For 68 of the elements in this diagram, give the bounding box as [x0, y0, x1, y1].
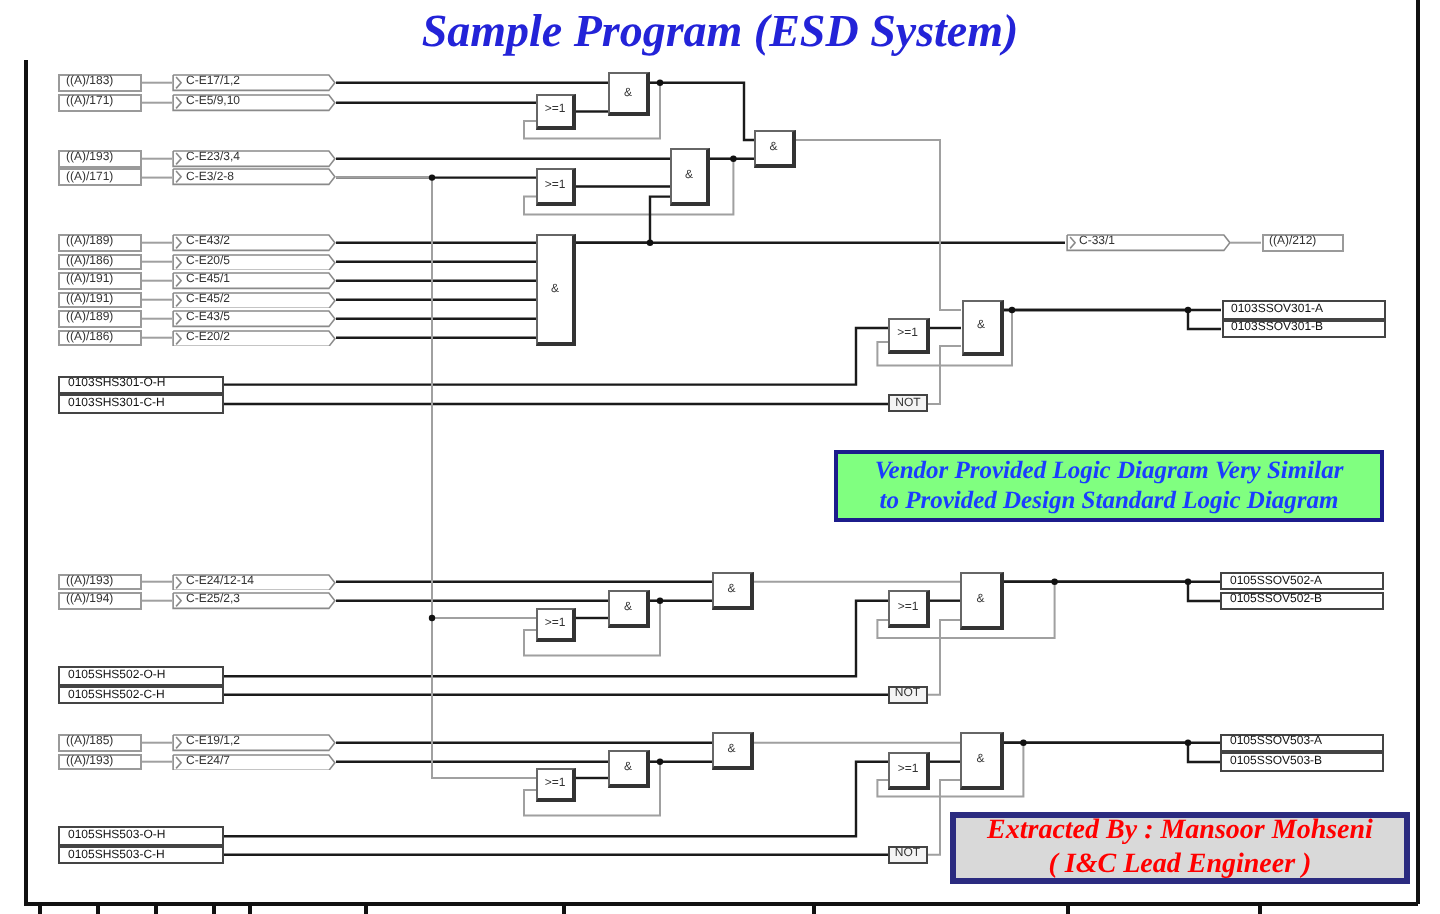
signal-line — [576, 185, 670, 188]
signal-line — [141, 298, 173, 301]
signal-line — [141, 260, 173, 263]
signal-line — [876, 309, 1013, 367]
signal-line — [224, 693, 888, 696]
signal-line — [141, 176, 173, 179]
signal-line — [1003, 741, 1220, 764]
signal-line — [523, 157, 735, 216]
author-credit-text: Extracted By : Mansoor Mohseni — [987, 813, 1373, 847]
signal-line — [224, 760, 888, 838]
signal-line — [576, 110, 608, 113]
signal-line — [336, 279, 536, 282]
credit-box — [950, 811, 1410, 883]
signal-line — [576, 241, 1065, 244]
signal-line — [752, 580, 961, 583]
signal-line — [926, 619, 961, 696]
signal-line — [650, 760, 712, 763]
signal-line — [794, 139, 962, 311]
signal-line — [141, 741, 173, 744]
signal-line — [336, 81, 608, 84]
signal-line — [141, 157, 173, 160]
signal-line — [336, 599, 608, 602]
signal-line — [224, 599, 888, 678]
signal-line — [336, 260, 536, 263]
signal-line — [336, 336, 536, 339]
signal-line — [141, 101, 173, 104]
signal-line — [576, 616, 608, 620]
signal-line — [336, 157, 670, 160]
signal-line — [930, 599, 960, 602]
signal-line — [710, 157, 754, 160]
signal-line — [224, 853, 888, 856]
signal-line — [141, 317, 173, 320]
signal-line — [224, 402, 888, 406]
signal-line — [1003, 308, 1221, 331]
signal-line — [336, 241, 536, 244]
signal-line — [929, 326, 961, 330]
signal-line — [141, 760, 173, 763]
diagram-title: Sample Program (ESD System) — [421, 6, 1019, 58]
signal-line — [141, 241, 173, 244]
signal-line — [141, 336, 173, 339]
signal-line — [336, 101, 536, 104]
signal-line — [523, 599, 661, 657]
signal-line — [141, 580, 173, 583]
signal-line — [926, 779, 961, 856]
signal-line — [523, 81, 661, 140]
signal-line — [224, 326, 888, 386]
signal-line — [141, 81, 173, 84]
signal-line — [650, 599, 712, 602]
signal-line — [927, 345, 962, 405]
signal-line — [336, 317, 536, 320]
signal-line — [1003, 580, 1220, 603]
signal-line — [650, 81, 754, 142]
signal-line — [930, 760, 960, 763]
signal-line — [335, 176, 537, 779]
signal-line — [141, 599, 173, 602]
role-text: ( I&C Lead Engineer ) — [1048, 847, 1312, 881]
signal-line — [336, 741, 712, 744]
signal-line — [336, 580, 712, 583]
signal-line — [576, 776, 608, 780]
signal-line — [523, 760, 661, 817]
signal-line — [141, 279, 173, 282]
signal-line — [752, 741, 961, 744]
signal-line — [876, 741, 1025, 798]
signal-line — [336, 176, 536, 179]
signal-line — [336, 760, 608, 763]
signal-line — [1229, 241, 1262, 244]
signal-line — [336, 298, 536, 301]
note-box: Vendor Provided Logic Diagram Very Similar to Provided Design Standard Logic Diagram — [834, 450, 1384, 522]
